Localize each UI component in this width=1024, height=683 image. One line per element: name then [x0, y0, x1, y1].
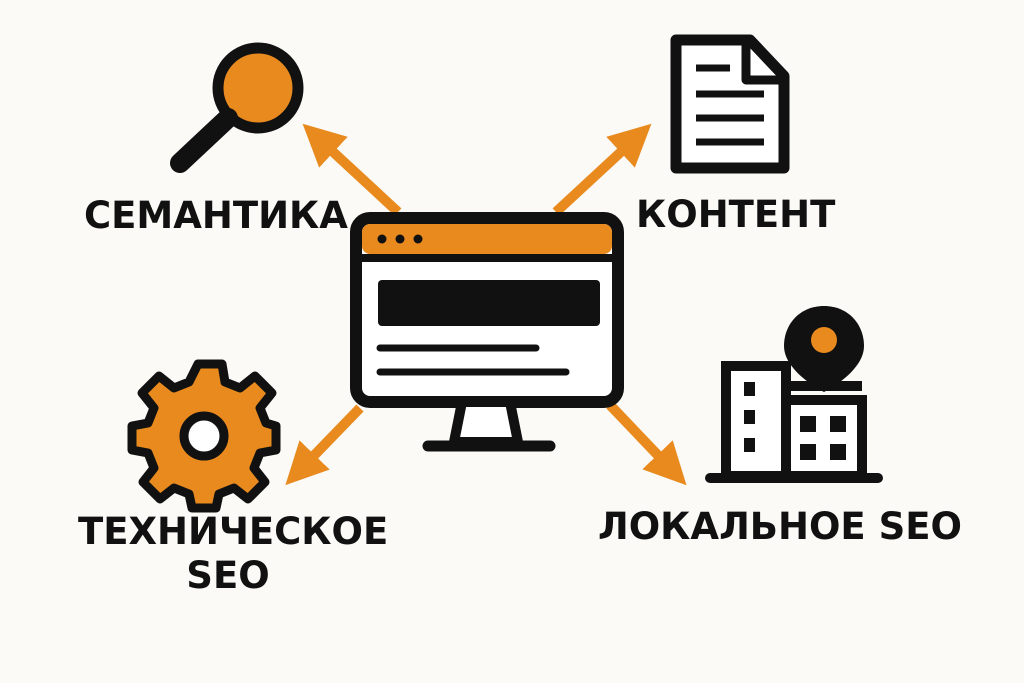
label-technical-line2: SEO	[186, 554, 270, 597]
arrow-to-semantics	[302, 123, 402, 216]
document-icon	[670, 34, 790, 174]
arrows	[285, 123, 687, 486]
arrow-to-content	[552, 123, 652, 216]
label-technical-seo: ТЕХНИЧЕСКОЕ SEO	[78, 510, 389, 598]
gear-icon	[127, 359, 281, 513]
building-pin-icon	[705, 306, 883, 483]
arrow-to-technical	[285, 404, 364, 486]
arrow-to-local	[606, 401, 687, 486]
magnifier-icon	[170, 42, 304, 173]
label-technical-line1: ТЕХНИЧЕСКОЕ	[78, 510, 389, 553]
label-semantics: СЕМАНТИКА	[84, 194, 348, 237]
monitor-icon	[350, 212, 624, 452]
label-content: КОНТЕНТ	[636, 193, 836, 236]
label-local-seo: ЛОКАЛЬНОЕ SEO	[598, 505, 962, 548]
